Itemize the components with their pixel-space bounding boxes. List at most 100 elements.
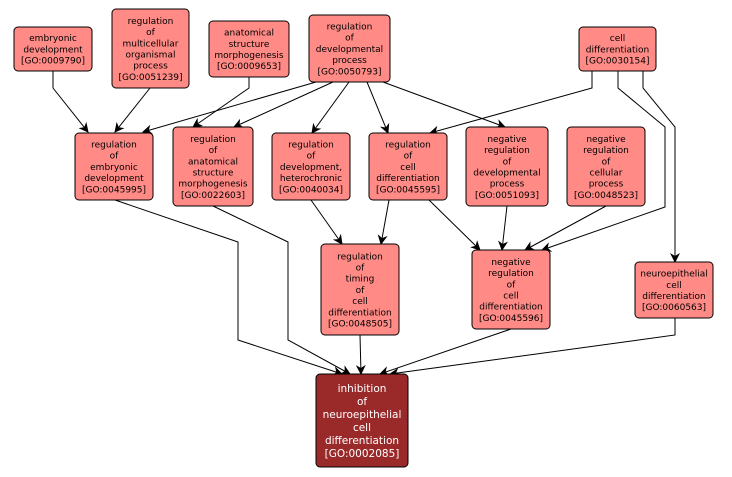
edge-n4-to-n10 [382, 81, 506, 129]
term-name-line: cellular [590, 168, 623, 178]
go-id-label: [GO:0051239] [118, 73, 182, 83]
edge-n3-to-n7 [192, 77, 250, 128]
term-name-line: embryonic [29, 34, 77, 44]
go-term-node[interactable]: regulationofanatomicalstructuremorphogen… [172, 126, 254, 207]
edge-n2-to-n6 [114, 87, 151, 133]
term-name-line: structure [229, 40, 270, 50]
term-name-line: regulation [91, 140, 137, 150]
node-box [465, 126, 549, 207]
term-name-line: negative [487, 135, 527, 145]
term-name-line: process [490, 180, 525, 190]
node-box [471, 249, 551, 330]
edge-n4-to-n7 [233, 81, 334, 128]
node-box [308, 14, 391, 83]
go-id-label: [GO:0045596] [479, 314, 543, 324]
term-name-line: of [356, 286, 366, 296]
edge-n4-to-n8 [311, 81, 350, 134]
term-name-line: regulation [385, 140, 431, 150]
go-id-label: [GO:0048505] [328, 319, 392, 329]
go-id-label: [GO:0030154] [585, 57, 649, 67]
node-box [111, 8, 190, 89]
go-id-label: [GO:0045995] [82, 185, 146, 195]
edge-n9-to-n12 [377, 199, 390, 245]
node-box [320, 243, 400, 336]
term-name-line: of [209, 146, 219, 156]
go-term-node[interactable]: negativeregulationofcellularprocess[GO:0… [566, 126, 646, 207]
go-term-node[interactable]: regulationofembryonicdevelopment[GO:0045… [74, 132, 154, 201]
term-name-line: cell [610, 34, 626, 44]
term-name-line: process [589, 180, 624, 190]
go-id-label: [GO:0040034] [279, 185, 343, 195]
term-name-line: negative [491, 258, 531, 268]
term-name-line: development, [280, 163, 342, 173]
term-name-line: regulation [484, 146, 530, 156]
go-term-node[interactable]: anatomicalstructuremorphogenesis[GO:0009… [208, 20, 290, 78]
term-name-line: regulation [190, 135, 236, 145]
term-name-line: of [307, 152, 317, 162]
term-name-line: differentiation [376, 174, 439, 184]
go-term-node[interactable]: regulationofmulticellularorganismalproce… [111, 8, 190, 89]
term-name-line: differentiation [479, 303, 542, 313]
term-name-line: differentiation [328, 308, 391, 318]
node-box [208, 20, 290, 78]
term-name-line: development [84, 174, 144, 184]
term-name-line: differentiation [325, 435, 399, 447]
node-box [578, 26, 657, 72]
term-name-line: anatomical [224, 29, 274, 39]
term-name-line: regulation [128, 17, 174, 27]
term-name-line: of [507, 280, 517, 290]
go-id-label: [GO:0009653] [217, 62, 281, 72]
term-name-line: regulation [583, 146, 629, 156]
go-term-node[interactable]: regulationoftimingofcelldifferentiation[… [320, 243, 400, 336]
term-name-line: negative [586, 135, 626, 145]
node-box [566, 126, 646, 207]
edge-n9-to-n13 [428, 199, 481, 251]
term-name-line: regulation [337, 252, 383, 262]
go-term-node[interactable]: regulationofcelldifferentiation[GO:00455… [368, 132, 448, 201]
focus-term-node[interactable]: inhibitionofneuroepithelialcelldifferent… [315, 373, 409, 468]
term-name-line: of [146, 28, 156, 38]
term-name-line: regulation [288, 140, 334, 150]
term-name-line: differentiation [642, 292, 705, 302]
term-name-line: timing [346, 275, 375, 285]
term-name-line: developmental [316, 45, 383, 55]
term-name-line: neuroepithelial [640, 270, 708, 280]
edge-n8-to-n12 [310, 199, 343, 245]
term-name-line: neuroepithelial [323, 409, 402, 421]
term-name-line: regulation [488, 269, 534, 279]
go-term-node[interactable]: negativeregulationofdevelopmentalprocess… [465, 126, 549, 207]
go-term-node[interactable]: regulationofdevelopmentalprocess[GO:0050… [308, 14, 391, 83]
edge-n1-to-n6 [52, 71, 89, 133]
go-id-label: [GO:0051093] [475, 191, 539, 201]
term-name-line: morphogenesis [214, 51, 284, 61]
term-name-line: embryonic [90, 163, 138, 173]
term-name-line: regulation [327, 22, 373, 32]
edge-n11-to-n13 [524, 205, 607, 251]
term-name-line: process [332, 56, 367, 66]
edge-n7-to-n15 [212, 205, 351, 375]
go-id-label: [GO:0048523] [574, 191, 638, 201]
go-term-node[interactable]: negativeregulationofcelldifferentiation[… [471, 249, 551, 330]
node-box [634, 261, 714, 319]
term-name-line: anatomical [188, 157, 238, 167]
term-name-line: of [345, 34, 355, 44]
go-id-label: [GO:0009790] [21, 57, 85, 67]
term-name-line: of [503, 157, 513, 167]
go-id-label: [GO:0060563] [642, 303, 706, 313]
node-box [74, 132, 154, 201]
go-id-label: [GO:0002085] [325, 448, 400, 460]
term-name-line: organismal [126, 50, 176, 60]
term-name-line: cell [353, 422, 371, 434]
term-name-line: differentiation [586, 45, 649, 55]
go-term-node[interactable]: regulationofdevelopment,heterochronic[GO… [271, 132, 351, 201]
go-term-node[interactable]: neuroepithelialcelldifferentiation[GO:00… [634, 261, 714, 319]
edge-n4-to-n9 [366, 81, 390, 134]
node-box [315, 373, 409, 468]
term-name-line: of [404, 152, 414, 162]
node-box [172, 126, 254, 207]
term-name-line: multicellular [123, 39, 179, 49]
go-id-label: [GO:0022603] [181, 191, 245, 201]
